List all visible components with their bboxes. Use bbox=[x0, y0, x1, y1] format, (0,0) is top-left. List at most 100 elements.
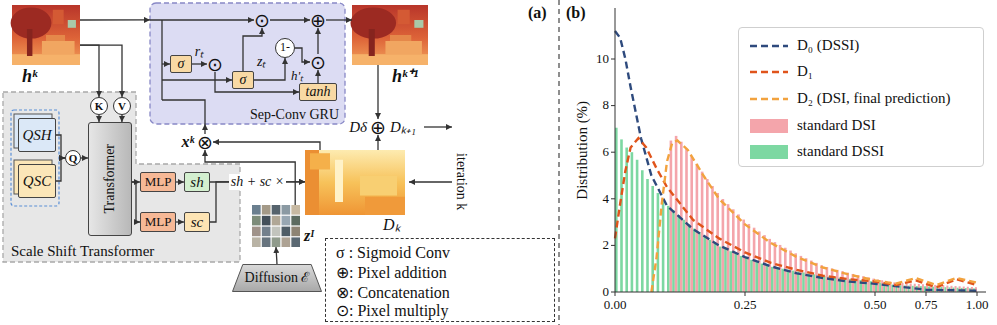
diffusion-encoder: Diffusion ℰ bbox=[232, 264, 322, 292]
tick-label: 0.50 bbox=[864, 298, 887, 312]
histogram-bar bbox=[698, 232, 701, 292]
sigmoid-conv-box: σ bbox=[232, 71, 254, 88]
legend-line-sample bbox=[749, 36, 789, 56]
histogram-bar bbox=[688, 224, 691, 292]
histogram-bar bbox=[724, 249, 727, 292]
latent-tile bbox=[282, 205, 291, 215]
tick-label: 10 bbox=[596, 52, 609, 66]
legend-text: ⊗: Concatenation bbox=[336, 284, 450, 302]
connector bbox=[121, 115, 122, 122]
node-label: 1- bbox=[280, 41, 290, 54]
histogram-bar bbox=[714, 244, 717, 292]
axis-tick bbox=[611, 245, 615, 246]
tick-label: 6 bbox=[603, 145, 610, 159]
node-label: ⊕ bbox=[370, 118, 386, 137]
image-label: hᵏ⁺¹ bbox=[392, 67, 418, 87]
histogram-bar bbox=[932, 287, 934, 292]
image-detail bbox=[365, 197, 405, 215]
latent-tile bbox=[272, 216, 281, 226]
query-group-outline bbox=[11, 110, 59, 206]
addition-operator: ⊕ bbox=[310, 12, 326, 28]
chart-axis bbox=[615, 8, 986, 292]
node-label: sc bbox=[191, 214, 204, 231]
histogram-bar bbox=[667, 206, 670, 292]
connector bbox=[326, 19, 352, 20]
axis-tick bbox=[611, 292, 615, 293]
histogram-bar bbox=[646, 179, 649, 292]
image-label: hᵏ bbox=[22, 67, 37, 87]
latent-tile bbox=[282, 227, 291, 237]
legend-swatch bbox=[750, 145, 788, 159]
latent-tile bbox=[282, 216, 291, 226]
histogram-bar bbox=[690, 156, 693, 292]
node-label: Diffusion ℰ bbox=[245, 270, 310, 285]
histogram-bar bbox=[631, 152, 634, 292]
multiply-operator: ⊙ bbox=[207, 56, 223, 72]
node-label: Transformer bbox=[102, 144, 117, 213]
axis-tick bbox=[926, 292, 927, 296]
latent-tile bbox=[252, 205, 261, 215]
connector bbox=[270, 19, 310, 20]
latent-tile bbox=[262, 227, 271, 237]
histogram-bar bbox=[900, 285, 902, 292]
node-label: ⊗ bbox=[197, 133, 213, 152]
connector bbox=[56, 135, 65, 158]
legend-box: D₀ (DSSI)D₁D₂ (DSI, final prediction)sta… bbox=[738, 27, 984, 167]
iteration-label: iteration k bbox=[454, 153, 469, 210]
legend-line-sample bbox=[749, 89, 789, 109]
histogram-bar bbox=[670, 141, 673, 292]
legend-text: σ : Sigmoid Conv bbox=[336, 244, 450, 262]
gru-wire bbox=[150, 19, 254, 20]
histogram-bar bbox=[781, 269, 784, 292]
axis-tick bbox=[745, 292, 746, 296]
transformer-box: Transformer bbox=[88, 122, 132, 236]
image-label: Dₖ bbox=[383, 216, 401, 234]
latent-tile bbox=[262, 205, 271, 215]
tick-label: 0.25 bbox=[734, 298, 757, 312]
histogram-bar bbox=[620, 139, 623, 292]
legend-line bbox=[750, 98, 788, 100]
legend-swatch bbox=[750, 119, 788, 133]
legend-row: σ : Sigmoid Conv bbox=[326, 243, 554, 263]
depth-image bbox=[305, 150, 405, 215]
connector bbox=[81, 157, 88, 158]
histogram-bar bbox=[944, 287, 946, 292]
tick-label: 0.75 bbox=[915, 298, 938, 312]
image-detail bbox=[310, 153, 330, 169]
histogram-bar bbox=[641, 170, 644, 292]
connector bbox=[295, 48, 310, 62]
scale-shift-panel: Scale Shift TransformerQSHQSCQKVTransfor… bbox=[3, 92, 240, 262]
node-label: QSC bbox=[23, 173, 51, 190]
legend-row: D₀ (DSSI) bbox=[739, 36, 983, 56]
connector bbox=[56, 158, 65, 181]
scale-shift-panel-outline bbox=[3, 92, 240, 262]
histogram-bar bbox=[813, 274, 816, 292]
histogram-bar bbox=[662, 200, 665, 292]
legend-text: D₂ (DSI, final prediction) bbox=[797, 90, 951, 107]
histogram-bar bbox=[677, 215, 680, 292]
sigmoid-conv-box: σ bbox=[170, 55, 192, 72]
feature-map: hᵏ⁺¹ bbox=[352, 5, 428, 65]
legend-line bbox=[750, 71, 788, 73]
query-box: QSC bbox=[18, 164, 56, 198]
node-label: ⊙ bbox=[310, 53, 326, 72]
latent-tile bbox=[272, 237, 281, 247]
node-label: ⊙ bbox=[207, 55, 223, 74]
node-label: tanh bbox=[306, 84, 331, 99]
query-node: Q bbox=[65, 150, 81, 166]
histogram-bar bbox=[716, 193, 719, 292]
latent-tile bbox=[291, 205, 300, 215]
mlp-box: MLP bbox=[140, 172, 176, 192]
histogram-bar bbox=[703, 236, 706, 292]
node-label: K bbox=[95, 100, 104, 112]
histogram-bar bbox=[823, 276, 826, 292]
iteration-arrow bbox=[409, 181, 452, 182]
panel-separator bbox=[558, 0, 559, 325]
histogram-bar bbox=[766, 265, 769, 292]
node-label: QSH bbox=[22, 127, 51, 144]
histogram-bar bbox=[696, 164, 699, 292]
histogram-bar bbox=[636, 160, 639, 292]
edge-label: sh + sc × bbox=[229, 174, 287, 189]
connector bbox=[176, 181, 184, 182]
histogram-bar bbox=[771, 267, 774, 292]
